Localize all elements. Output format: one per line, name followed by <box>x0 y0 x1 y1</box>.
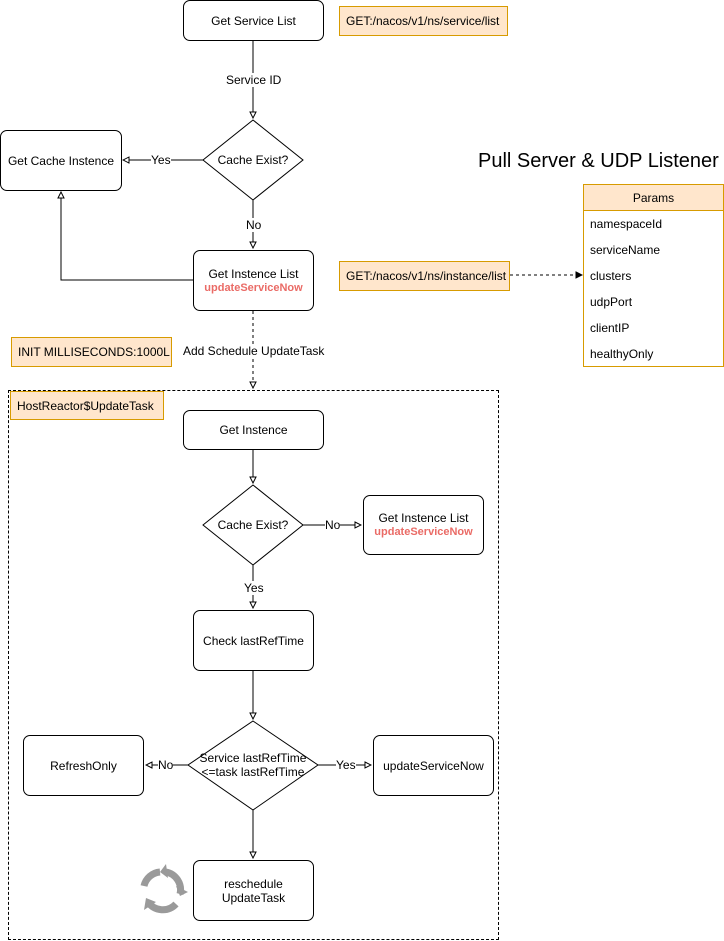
decision-cache-exist-2 <box>202 484 304 566</box>
params-header: Params <box>584 185 723 211</box>
decision-cache-exist-1 <box>202 119 304 201</box>
update-service-now-label: updateServiceNow <box>204 281 303 294</box>
params-table: Params namespaceId serviceName clusters … <box>583 184 724 367</box>
diagram-title: Pull Server & UDP Listener <box>478 150 719 172</box>
param-item: clusters <box>590 269 632 283</box>
update-task-note: HostReactor$UpdateTask <box>10 391 164 420</box>
update-task-group <box>8 390 499 940</box>
refresh-cycle-icon <box>140 864 188 914</box>
edge-label-no-1: No <box>246 218 262 232</box>
update-service-now-node: updateServiceNow <box>373 735 494 796</box>
edge-instence-list-to-cache-instence <box>61 192 193 281</box>
edge-label-no-2: No <box>325 518 341 532</box>
cache-exist-2-label: Cache Exist? <box>217 518 289 532</box>
get-instence-list-node: Get Instence List updateServiceNow <box>193 250 314 311</box>
param-item: udpPort <box>590 295 633 309</box>
get-instence-node: Get Instence <box>183 410 324 450</box>
compare-ref-time-label: Service lastRefTime <=task lastRefTime <box>199 751 307 779</box>
param-item: namespaceId <box>590 217 663 231</box>
edge-label-yes-3: Yes <box>336 758 356 772</box>
edge-label-add-schedule: Add Schedule UpdateTask <box>183 344 325 358</box>
param-item: clientIP <box>590 321 630 335</box>
edge-label-yes-1: Yes <box>151 153 171 167</box>
param-item: healthyOnly <box>590 347 654 361</box>
init-milliseconds-note: INIT MILLISECONDS:1000L <box>11 337 172 367</box>
refresh-only-node: RefreshOnly <box>23 735 144 796</box>
update-service-now-label-2: updateServiceNow <box>374 526 473 538</box>
reschedule-update-task-node: reschedule UpdateTask <box>193 860 314 921</box>
get-cache-instence-node: Get Cache Instence <box>0 130 122 191</box>
decision-compare-ref-time <box>187 720 319 811</box>
cache-exist-1-label: Cache Exist? <box>217 153 289 167</box>
service-list-api-note: GET:/nacos/v1/ns/service/list <box>339 6 508 36</box>
edge-label-yes-2: Yes <box>244 581 264 595</box>
check-last-ref-time-node: Check lastRefTime <box>193 610 314 671</box>
edge-label-no-3: No <box>158 758 174 772</box>
edge-label-service-id: Service ID <box>226 73 282 87</box>
instance-list-api-note: GET:/nacos/v1/ns/instance/list <box>339 261 510 291</box>
get-instence-list-node-2: Get Instence List updateServiceNow <box>363 495 484 555</box>
get-service-list-node: Get Service List <box>183 0 324 41</box>
param-item: serviceName <box>590 243 661 257</box>
